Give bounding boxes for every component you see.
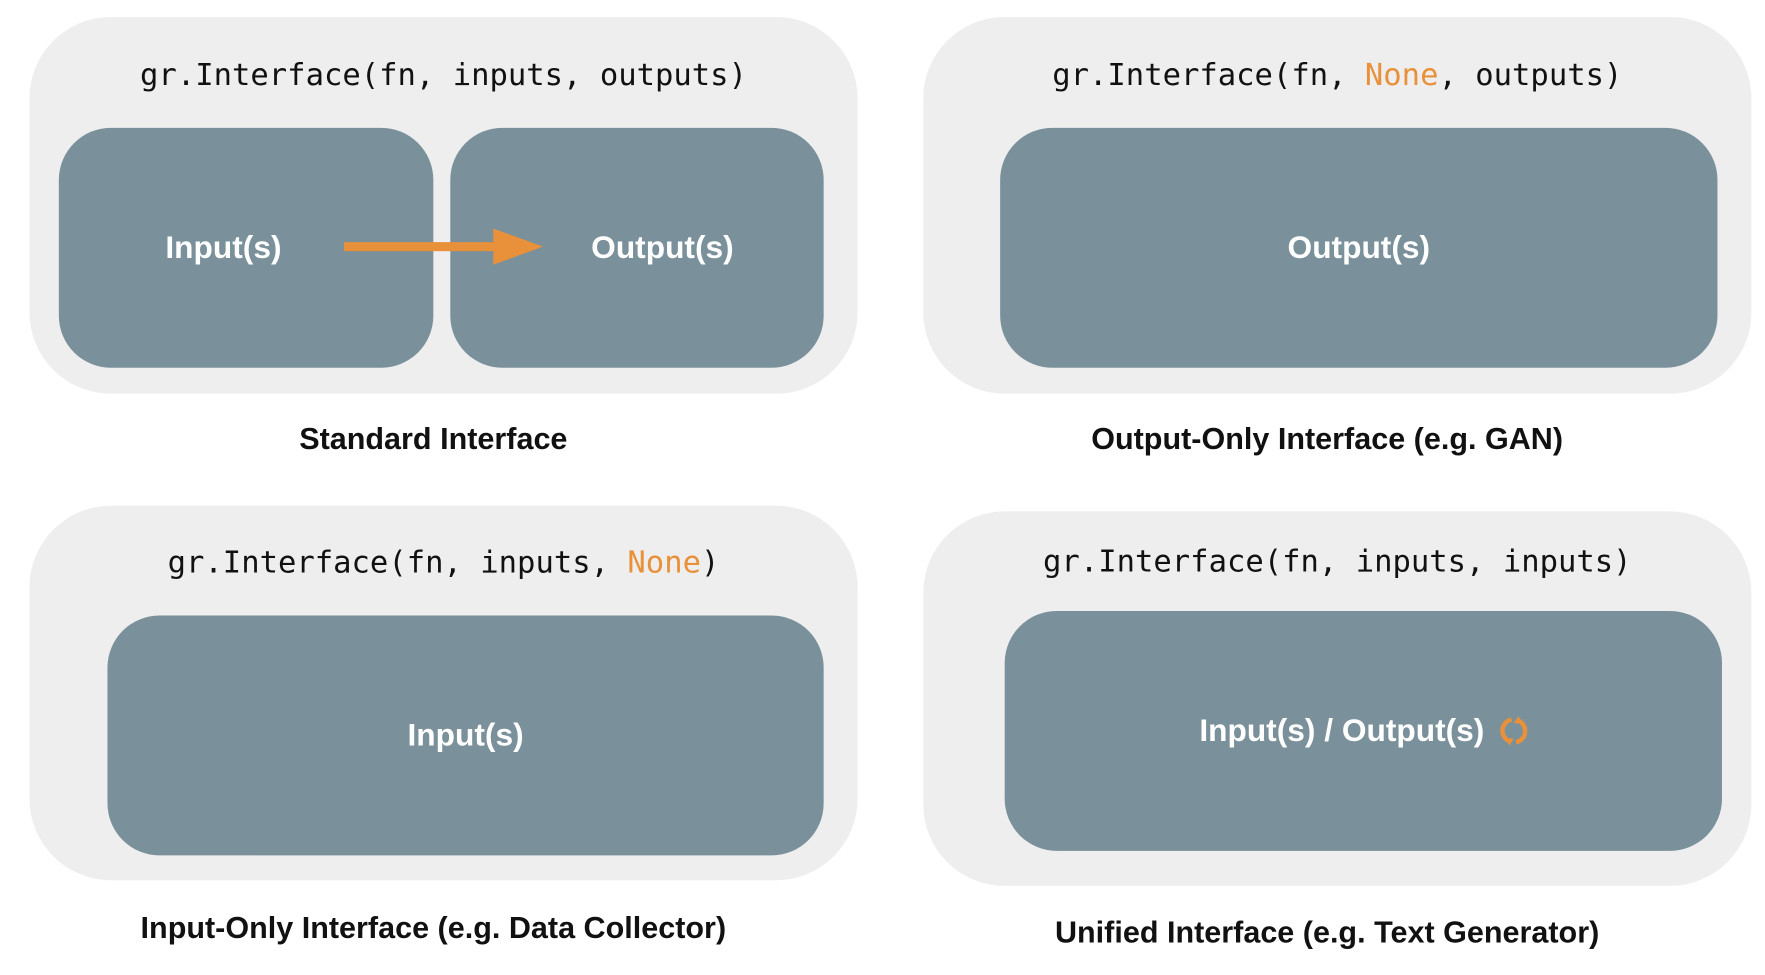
outputs-box: Output(s)	[1000, 127, 1718, 368]
sync-icon	[1500, 716, 1528, 746]
code-text: gr.Interface(fn,	[1052, 57, 1365, 93]
outputs-box: Output(s)	[450, 127, 824, 368]
code-snippet: gr.Interface(fn, None, outputs)	[923, 58, 1751, 93]
code-text: )	[700, 545, 720, 581]
code-snippet: gr.Interface(fn, inputs, inputs)	[923, 544, 1751, 579]
code-highlight: None	[1364, 57, 1439, 93]
code-snippet: gr.Interface(fn, inputs, None)	[29, 545, 857, 580]
code-highlight: None	[627, 545, 701, 581]
code-text: , outputs)	[1438, 57, 1623, 93]
panel-caption: Standard Interface	[299, 422, 568, 456]
panel-caption: Unified Interface (e.g. Text Generator)	[1054, 915, 1600, 950]
code-text: gr.Interface(fn, inputs, inputs)	[1043, 544, 1632, 580]
code-text: gr.Interface(fn, inputs,	[167, 545, 628, 581]
arrow-right-icon	[343, 228, 544, 265]
box-label: Input(s)	[407, 717, 524, 753]
box-label: Output(s)	[591, 229, 734, 265]
box-label: Input(s)	[165, 229, 282, 265]
inputs-box: Input(s)	[107, 615, 824, 856]
panel-caption: Output-Only Interface (e.g. GAN)	[1091, 422, 1564, 456]
code-text: gr.Interface(fn, inputs, outputs)	[140, 57, 747, 93]
box-label: Input(s) / Output(s)	[1199, 712, 1485, 748]
code-snippet: gr.Interface(fn, inputs, outputs)	[29, 58, 857, 93]
panel-caption: Input-Only Interface (e.g. Data Collecto…	[140, 910, 727, 945]
box-label: Output(s)	[1287, 229, 1431, 265]
inputs-outputs-box: Input(s) / Output(s)	[1004, 610, 1722, 851]
